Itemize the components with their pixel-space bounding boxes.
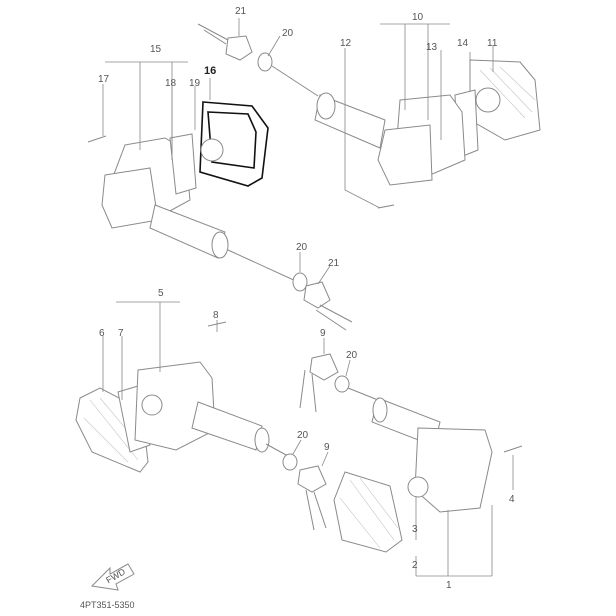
callout-16: 16 bbox=[204, 65, 216, 77]
connector-21-top bbox=[225, 35, 253, 61]
callout-20-right: 20 bbox=[346, 350, 358, 361]
connector-9-mid bbox=[309, 353, 339, 381]
bottom-right-turn-signal bbox=[299, 353, 523, 553]
wire-leads-right bbox=[299, 369, 317, 413]
top-right-turn-signal bbox=[197, 23, 541, 209]
part-code: 4PT351-5350 bbox=[80, 600, 135, 610]
callout-19: 19 bbox=[189, 78, 201, 89]
housing-13-body bbox=[377, 124, 433, 186]
callout-17: 17 bbox=[98, 74, 110, 85]
callout-20-low: 20 bbox=[297, 430, 309, 441]
bulb-top-right bbox=[475, 87, 501, 113]
callout-labels: 21 20 10 12 13 14 11 15 16 17 18 19 20 2… bbox=[98, 6, 515, 591]
wire-bottom-right bbox=[347, 387, 379, 401]
callout-6: 6 bbox=[99, 328, 105, 339]
callout-9-mid: 9 bbox=[320, 328, 326, 339]
housing-18-body bbox=[101, 167, 159, 229]
wire-top-left bbox=[227, 249, 299, 283]
callout-14: 14 bbox=[457, 38, 469, 49]
stem-cap-bottom-left bbox=[254, 427, 270, 453]
lens-11-hatch bbox=[479, 66, 536, 119]
stem-cap-top-right bbox=[316, 92, 336, 120]
wire-bottom-left bbox=[265, 443, 289, 457]
grommet-20-right bbox=[334, 375, 350, 393]
leader-lines bbox=[102, 18, 514, 577]
wire-leads-low bbox=[305, 489, 327, 531]
wire-top-right bbox=[271, 65, 319, 97]
bulb-bottom-left bbox=[141, 394, 163, 416]
bulb-bottom-right bbox=[407, 476, 429, 498]
gasket-19 bbox=[169, 133, 197, 195]
connector-9-low bbox=[297, 465, 327, 493]
fwd-arrow-icon: FWD bbox=[90, 563, 135, 591]
bottom-left-turn-signal bbox=[75, 321, 327, 531]
screw-17 bbox=[87, 135, 107, 143]
callout-20-top: 20 bbox=[282, 28, 294, 39]
callout-11: 11 bbox=[487, 38, 498, 49]
wire-leads-mid bbox=[315, 304, 353, 331]
callout-2: 2 bbox=[412, 560, 418, 571]
forward-direction-arrow-icon bbox=[90, 563, 135, 591]
screw-12 bbox=[377, 204, 395, 209]
stem-cap-top-left bbox=[211, 231, 229, 259]
callout-5: 5 bbox=[158, 288, 164, 299]
connector-21-mid bbox=[303, 281, 331, 309]
callout-18: 18 bbox=[165, 78, 177, 89]
callout-1: 1 bbox=[446, 580, 452, 591]
callout-15: 15 bbox=[150, 44, 162, 55]
callout-3: 3 bbox=[412, 524, 418, 535]
callout-9-low: 9 bbox=[324, 442, 330, 453]
lens-3 bbox=[333, 471, 403, 553]
callout-21-top: 21 bbox=[235, 6, 247, 17]
callout-13: 13 bbox=[426, 42, 438, 53]
callout-8: 8 bbox=[213, 310, 219, 321]
stem-cap-bottom-right bbox=[372, 397, 388, 423]
housing-2 bbox=[414, 427, 493, 513]
grommet-20-top bbox=[257, 52, 273, 72]
callout-12: 12 bbox=[340, 38, 352, 49]
top-left-turn-signal bbox=[87, 101, 353, 331]
screw-4 bbox=[503, 445, 523, 453]
grommet-20-low bbox=[282, 453, 298, 471]
wire-leads-top bbox=[197, 23, 229, 45]
callout-21-mid: 21 bbox=[328, 258, 340, 269]
callout-10: 10 bbox=[412, 12, 424, 23]
callout-4: 4 bbox=[509, 494, 515, 505]
lens-3-hatch bbox=[339, 477, 399, 549]
bulb-top-left bbox=[200, 138, 224, 162]
stem-bottom-left bbox=[191, 401, 263, 451]
grommet-20-mid bbox=[292, 272, 308, 292]
callout-7: 7 bbox=[118, 328, 124, 339]
callout-20-mid: 20 bbox=[296, 242, 308, 253]
